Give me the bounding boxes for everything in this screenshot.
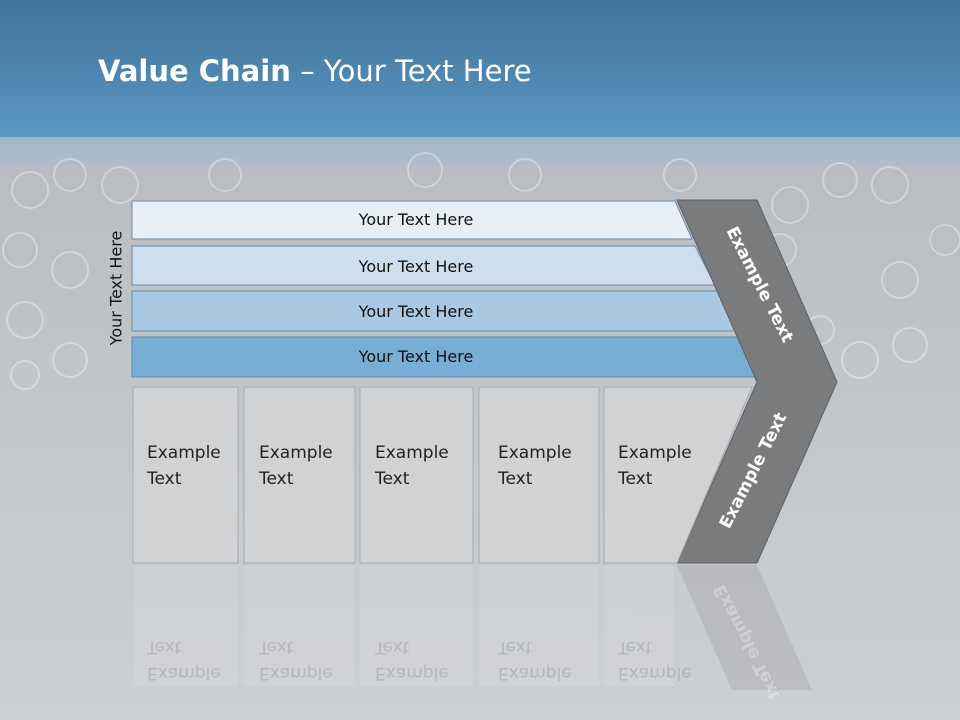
cell-1-refl-line1: Example bbox=[259, 663, 333, 683]
chevron-reflection bbox=[677, 565, 812, 690]
row-1-label: Your Text Here bbox=[358, 257, 474, 276]
cell-0-reflection: Example Text bbox=[147, 634, 247, 686]
cell-3-reflection: Example Text bbox=[498, 634, 598, 686]
cell-4-line2: Text bbox=[618, 469, 653, 489]
cell-3-line2: Text bbox=[498, 469, 533, 489]
cell-3-box[interactable] bbox=[478, 386, 600, 564]
cell-3-refl-line2: Text bbox=[498, 637, 533, 657]
title-rest: – Your Text Here bbox=[290, 54, 532, 88]
cell-1-box[interactable] bbox=[243, 386, 356, 564]
title-bold: Value Chain bbox=[98, 54, 291, 88]
cell-1-refl-line2: Text bbox=[259, 637, 294, 657]
cells-reflection bbox=[133, 566, 674, 686]
cell-0-box[interactable] bbox=[132, 386, 239, 564]
cell-2-reflection: Example Text bbox=[375, 634, 475, 686]
background-decoration bbox=[2, 152, 960, 390]
cell-4-line1: Example bbox=[618, 443, 692, 463]
row-2-label: Your Text Here bbox=[358, 302, 474, 321]
cell-4-refl-line2: Text bbox=[618, 637, 653, 657]
header-band bbox=[0, 137, 960, 165]
row-3-label: Your Text Here bbox=[358, 347, 474, 366]
cell-1-reflection: Example Text bbox=[259, 634, 359, 686]
cell-3-line1: Example bbox=[498, 443, 572, 463]
cell-4-box[interactable] bbox=[603, 386, 753, 564]
cell-2-box[interactable] bbox=[359, 386, 474, 564]
side-label: Your Text Here bbox=[106, 230, 126, 346]
cell-2-refl-line1: Example bbox=[375, 663, 449, 683]
cell-2-line2: Text bbox=[375, 469, 410, 489]
cell-0-line2: Text bbox=[147, 469, 182, 489]
header-bar bbox=[0, 0, 960, 137]
slide-title: Value Chain – Your Text Here bbox=[98, 54, 532, 88]
cell-0-refl-line2: Text bbox=[147, 637, 182, 657]
cell-2-refl-line2: Text bbox=[375, 637, 410, 657]
row-0-band bbox=[131, 200, 693, 240]
cell-4-reflection: Example Text bbox=[618, 634, 718, 686]
cell-0-line1: Example bbox=[147, 443, 221, 463]
chevron-arrow[interactable] bbox=[676, 199, 838, 564]
cell-1-line2: Text bbox=[259, 469, 294, 489]
cell-0-refl-line1: Example bbox=[147, 663, 221, 683]
row-0-label: Your Text Here bbox=[358, 210, 474, 229]
cell-4-refl-line1: Example bbox=[618, 663, 692, 683]
row-0[interactable] bbox=[131, 200, 693, 240]
cell-2-line1: Example bbox=[375, 443, 449, 463]
cell-1-line1: Example bbox=[259, 443, 333, 463]
cell-3-refl-line1: Example bbox=[498, 663, 572, 683]
